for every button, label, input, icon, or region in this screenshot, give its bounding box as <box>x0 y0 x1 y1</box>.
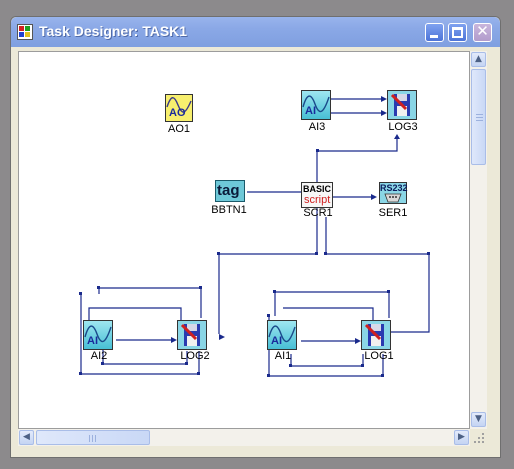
node-label: LOG3 <box>388 121 418 133</box>
analog-output-icon: AO <box>165 94 193 122</box>
wire-ai2-loop3 <box>98 287 202 318</box>
node-label: LOG1 <box>364 350 394 362</box>
app-icon[interactable] <box>17 24 33 40</box>
horizontal-scrollbar[interactable]: ◀ ▶ <box>18 429 470 446</box>
wire-ai1-loop4 <box>290 354 364 367</box>
analog-input-icon: AI <box>267 320 297 350</box>
wire-to-log1 <box>325 217 430 333</box>
node-log1[interactable]: LOG1 <box>359 320 399 366</box>
wire-scr1-log3 <box>316 139 398 190</box>
node-label: AI2 <box>90 350 108 362</box>
node-label: SCR1 <box>303 207 333 219</box>
wire-ai1-loop2 <box>274 291 390 318</box>
vertical-scroll-thumb[interactable] <box>471 69 486 165</box>
scroll-up-button[interactable]: ▲ <box>471 52 486 67</box>
logger-icon <box>387 90 417 120</box>
wire-to-log2 <box>218 217 318 334</box>
logger-icon <box>361 320 391 350</box>
logger-icon <box>177 320 207 350</box>
node-log3[interactable]: LOG3 <box>385 90 421 138</box>
minimize-button[interactable] <box>425 23 444 42</box>
script-icon: BASIC script <box>301 182 333 208</box>
analog-input-icon: AI <box>301 90 331 120</box>
resize-grip[interactable] <box>470 429 487 446</box>
window-title: Task Designer: TASK1 <box>39 23 188 39</box>
node-label: LOG2 <box>180 350 210 362</box>
node-label: AI3 <box>308 121 326 133</box>
serial-port-icon: RS232 <box>379 182 408 204</box>
node-log2[interactable]: LOG2 <box>175 320 215 366</box>
node-label: SER1 <box>378 207 408 219</box>
node-ser1[interactable]: RS232 SER1 <box>375 182 415 228</box>
node-label: AI1 <box>274 350 292 362</box>
node-bbtn1[interactable]: tag BBTN1 <box>207 180 251 226</box>
design-canvas[interactable]: AO AO1 AI AI3 LOG3 <box>18 51 470 429</box>
close-button[interactable]: ✕ <box>473 22 492 42</box>
horizontal-scroll-thumb[interactable] <box>36 430 150 445</box>
tag-icon: tag <box>215 180 245 202</box>
maximize-icon <box>452 27 463 38</box>
node-label: BBTN1 <box>211 204 247 216</box>
scroll-right-button[interactable]: ▶ <box>454 430 469 445</box>
scroll-down-button[interactable]: ▼ <box>471 412 486 427</box>
minimize-icon <box>430 35 438 38</box>
task-designer-window: Task Designer: TASK1 ✕ <box>10 16 501 458</box>
wire-ai2-loop1 <box>80 294 200 375</box>
wire-ai2-loop4 <box>102 350 188 365</box>
node-ai3[interactable]: AI AI3 <box>299 90 339 138</box>
maximize-button[interactable] <box>448 23 467 42</box>
node-ai1[interactable]: AI AI1 <box>265 320 305 366</box>
analog-input-icon: AI <box>83 320 113 350</box>
node-scr1[interactable]: BASIC script SCR1 <box>299 182 339 228</box>
title-bar[interactable]: Task Designer: TASK1 ✕ <box>11 17 500 47</box>
node-label: AO1 <box>167 123 190 135</box>
scroll-left-button[interactable]: ◀ <box>19 430 34 445</box>
vertical-scrollbar[interactable]: ▲ ▼ <box>470 51 487 429</box>
node-ai2[interactable]: AI AI2 <box>81 320 121 366</box>
close-icon: ✕ <box>476 22 489 40</box>
connection-wires <box>79 96 430 377</box>
node-ao1[interactable]: AO AO1 <box>159 94 199 142</box>
